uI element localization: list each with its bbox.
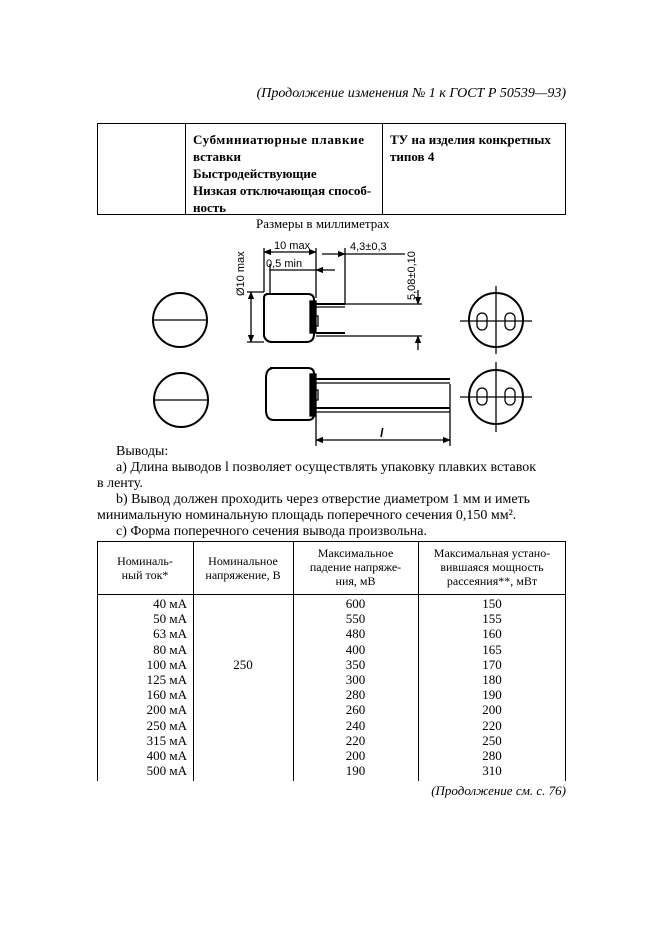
table-cell: 250 — [482, 732, 502, 748]
spec-table: Номиналь- ный ток* Номинальное напряжени… — [97, 541, 566, 781]
fuse-seal — [311, 315, 319, 327]
page-footer: (Продолжение см. с. 76) — [431, 783, 566, 798]
header-line: ния, мВ — [335, 574, 376, 588]
note-c: c) Форма поперечного сечения вывода прои… — [116, 524, 428, 539]
table-cell: 100 мА — [146, 656, 187, 672]
table-frame — [97, 541, 566, 781]
table-cell: 200 мА — [146, 702, 187, 718]
table-cell: 400 — [345, 641, 366, 657]
table-column-divider — [418, 541, 419, 781]
spec-reference-cell: ТУ на изделия конкретных типов 4 — [390, 131, 564, 165]
table-cell: 500 мА — [146, 763, 187, 779]
header-line: падение напряже- — [309, 560, 402, 574]
fuse-type-line: вставки — [193, 149, 241, 164]
header-line: напряжение, В — [205, 568, 281, 582]
table-cell: 125 мА — [146, 671, 187, 687]
top-table: Субминиатюрные плавкие вставки Быстродей… — [97, 123, 566, 215]
note-a: а) Длина выводов l позволяет осуществлят… — [116, 460, 537, 475]
table-cell: 165 — [482, 641, 502, 657]
table-cell: 50 мА — [153, 611, 187, 627]
table-cell: 150 — [482, 596, 502, 611]
fuse-drawing: 10 max 0,5 min 4,3±0,3 Ø10 max 5,08±0,10… — [152, 240, 532, 446]
fuse-body-top — [263, 293, 315, 343]
table-cell: 280 — [482, 747, 502, 763]
header-line: Максимальная устано- — [433, 546, 551, 560]
header-rated-voltage: Номинальное напряжение, В — [193, 554, 293, 582]
table-cell: 190 — [345, 763, 366, 779]
table-cell: 600 — [345, 596, 366, 611]
header-rated-current: Номиналь- ный ток* — [97, 554, 193, 582]
spec-reference-line: ТУ на изделия конкретных — [390, 132, 551, 147]
table-cell: 80 мА — [153, 641, 187, 657]
dim-pitch-label: 5,08±0,10 — [406, 251, 418, 300]
table-cell: 250 мА — [146, 717, 187, 733]
table-cell: 480 — [345, 626, 366, 642]
table-column-divider — [193, 541, 194, 781]
dim-spacing-label: 4,3±0,3 — [350, 241, 387, 253]
dimensions-caption: Размеры в миллиметрах — [256, 216, 390, 231]
spec-reference-line: типов 4 — [390, 149, 435, 164]
table-cell: 220 — [345, 732, 366, 748]
table-cell: 200 — [345, 747, 366, 763]
table-cell: 40 мА — [153, 596, 187, 611]
table-cell: 155 — [482, 611, 502, 627]
dim-lead-label: l — [380, 426, 384, 440]
header-power-dissipation: Максимальная устано- вившаяся мощность р… — [418, 546, 566, 588]
table-cell: 260 — [345, 702, 366, 718]
fuse-type-line: Субминиатюрные плавкие — [193, 132, 365, 147]
table-cell: 220 — [482, 717, 502, 733]
table-column-divider — [293, 541, 294, 781]
top-table-divider — [382, 124, 383, 214]
table-cell: 63 мА — [153, 626, 187, 642]
table-cell: 160 — [482, 626, 502, 642]
table-cell: 310 — [482, 763, 502, 779]
header-line: Максимальное — [317, 546, 394, 560]
fuse-type-line: ность — [193, 200, 227, 215]
header-line: вившаяся мощность — [440, 560, 544, 574]
leads-title: Выводы: — [116, 444, 169, 459]
note-a-continued: в ленту. — [97, 476, 143, 491]
table-cell: 300 — [345, 671, 366, 687]
page-header: (Продолжение изменения № 1 к ГОСТ Р 5053… — [256, 86, 566, 101]
dim-min-label: 0,5 min — [266, 258, 302, 270]
fuse-body-bottom — [265, 367, 315, 421]
table-cell: 280 — [345, 687, 366, 703]
note-b-continued: минимальную номинальную площадь поперечн… — [97, 508, 517, 523]
table-cell: 350 — [345, 656, 366, 672]
table-cell: 190 — [482, 687, 502, 703]
rated-voltage-value: 250 — [233, 657, 253, 672]
dim-diameter-label: Ø10 max — [235, 251, 247, 296]
fuse-base-top — [309, 300, 317, 334]
fuse-type-cell: Субминиатюрные плавкие вставки Быстродей… — [193, 131, 383, 216]
dim-width-label: 10 max — [274, 240, 311, 252]
header-line: ный ток* — [121, 568, 169, 582]
fuse-type-line: Быстродействующие — [193, 166, 317, 181]
fuse-base-bottom — [309, 373, 317, 417]
table-cell: 200 — [482, 702, 502, 718]
top-table-divider — [185, 124, 186, 214]
note-b: b) Вывод должен проходить через отверсти… — [116, 492, 531, 507]
fuse-type-line: Низкая отключающая способ- — [193, 183, 372, 198]
table-cell: 160 мА — [146, 687, 187, 703]
header-voltage-drop: Максимальное падение напряже- ния, мВ — [293, 546, 418, 588]
table-cell: 170 — [482, 656, 502, 672]
fuse-seal — [311, 389, 319, 401]
header-line: Номиналь- — [117, 554, 173, 568]
table-cell: 400 мА — [146, 747, 187, 763]
table-cell: 240 — [345, 717, 366, 733]
table-cell: 550 — [345, 611, 366, 627]
table-header-divider — [97, 594, 566, 595]
header-line: рассеяния**, мВт — [446, 574, 538, 588]
table-cell: 315 мА — [146, 732, 187, 748]
table-cell: 180 — [482, 671, 502, 687]
header-line: Номинальное — [208, 554, 278, 568]
